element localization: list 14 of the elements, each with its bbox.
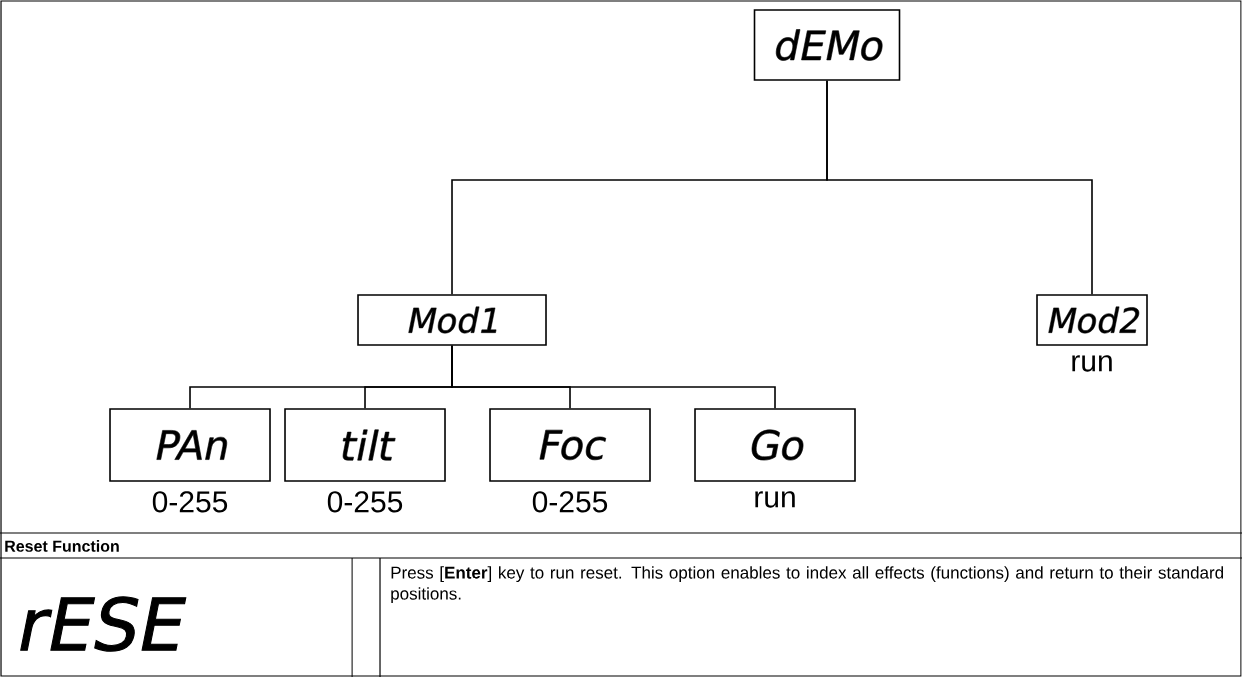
value-label: 0-255	[327, 491, 403, 513]
display-box: Foc	[489, 408, 651, 482]
value-label: run	[755, 491, 795, 508]
display-box: Mod2	[1036, 294, 1148, 346]
value-label: 0-255	[152, 491, 228, 513]
display-box: Go	[694, 408, 856, 482]
description-text: Press [Enter] key to run reset. This option enables to index all effects (functions) and return to their standard positions.	[391, 566, 1223, 604]
connector-line	[826, 80, 1093, 295]
section-heading: Reset Function	[5, 540, 119, 552]
value-label: run	[1072, 355, 1112, 372]
display-box: Mod1	[357, 294, 547, 346]
connector-line	[451, 345, 776, 409]
value-label: 0-255	[532, 491, 608, 513]
display-box: dEMo	[753, 9, 901, 81]
